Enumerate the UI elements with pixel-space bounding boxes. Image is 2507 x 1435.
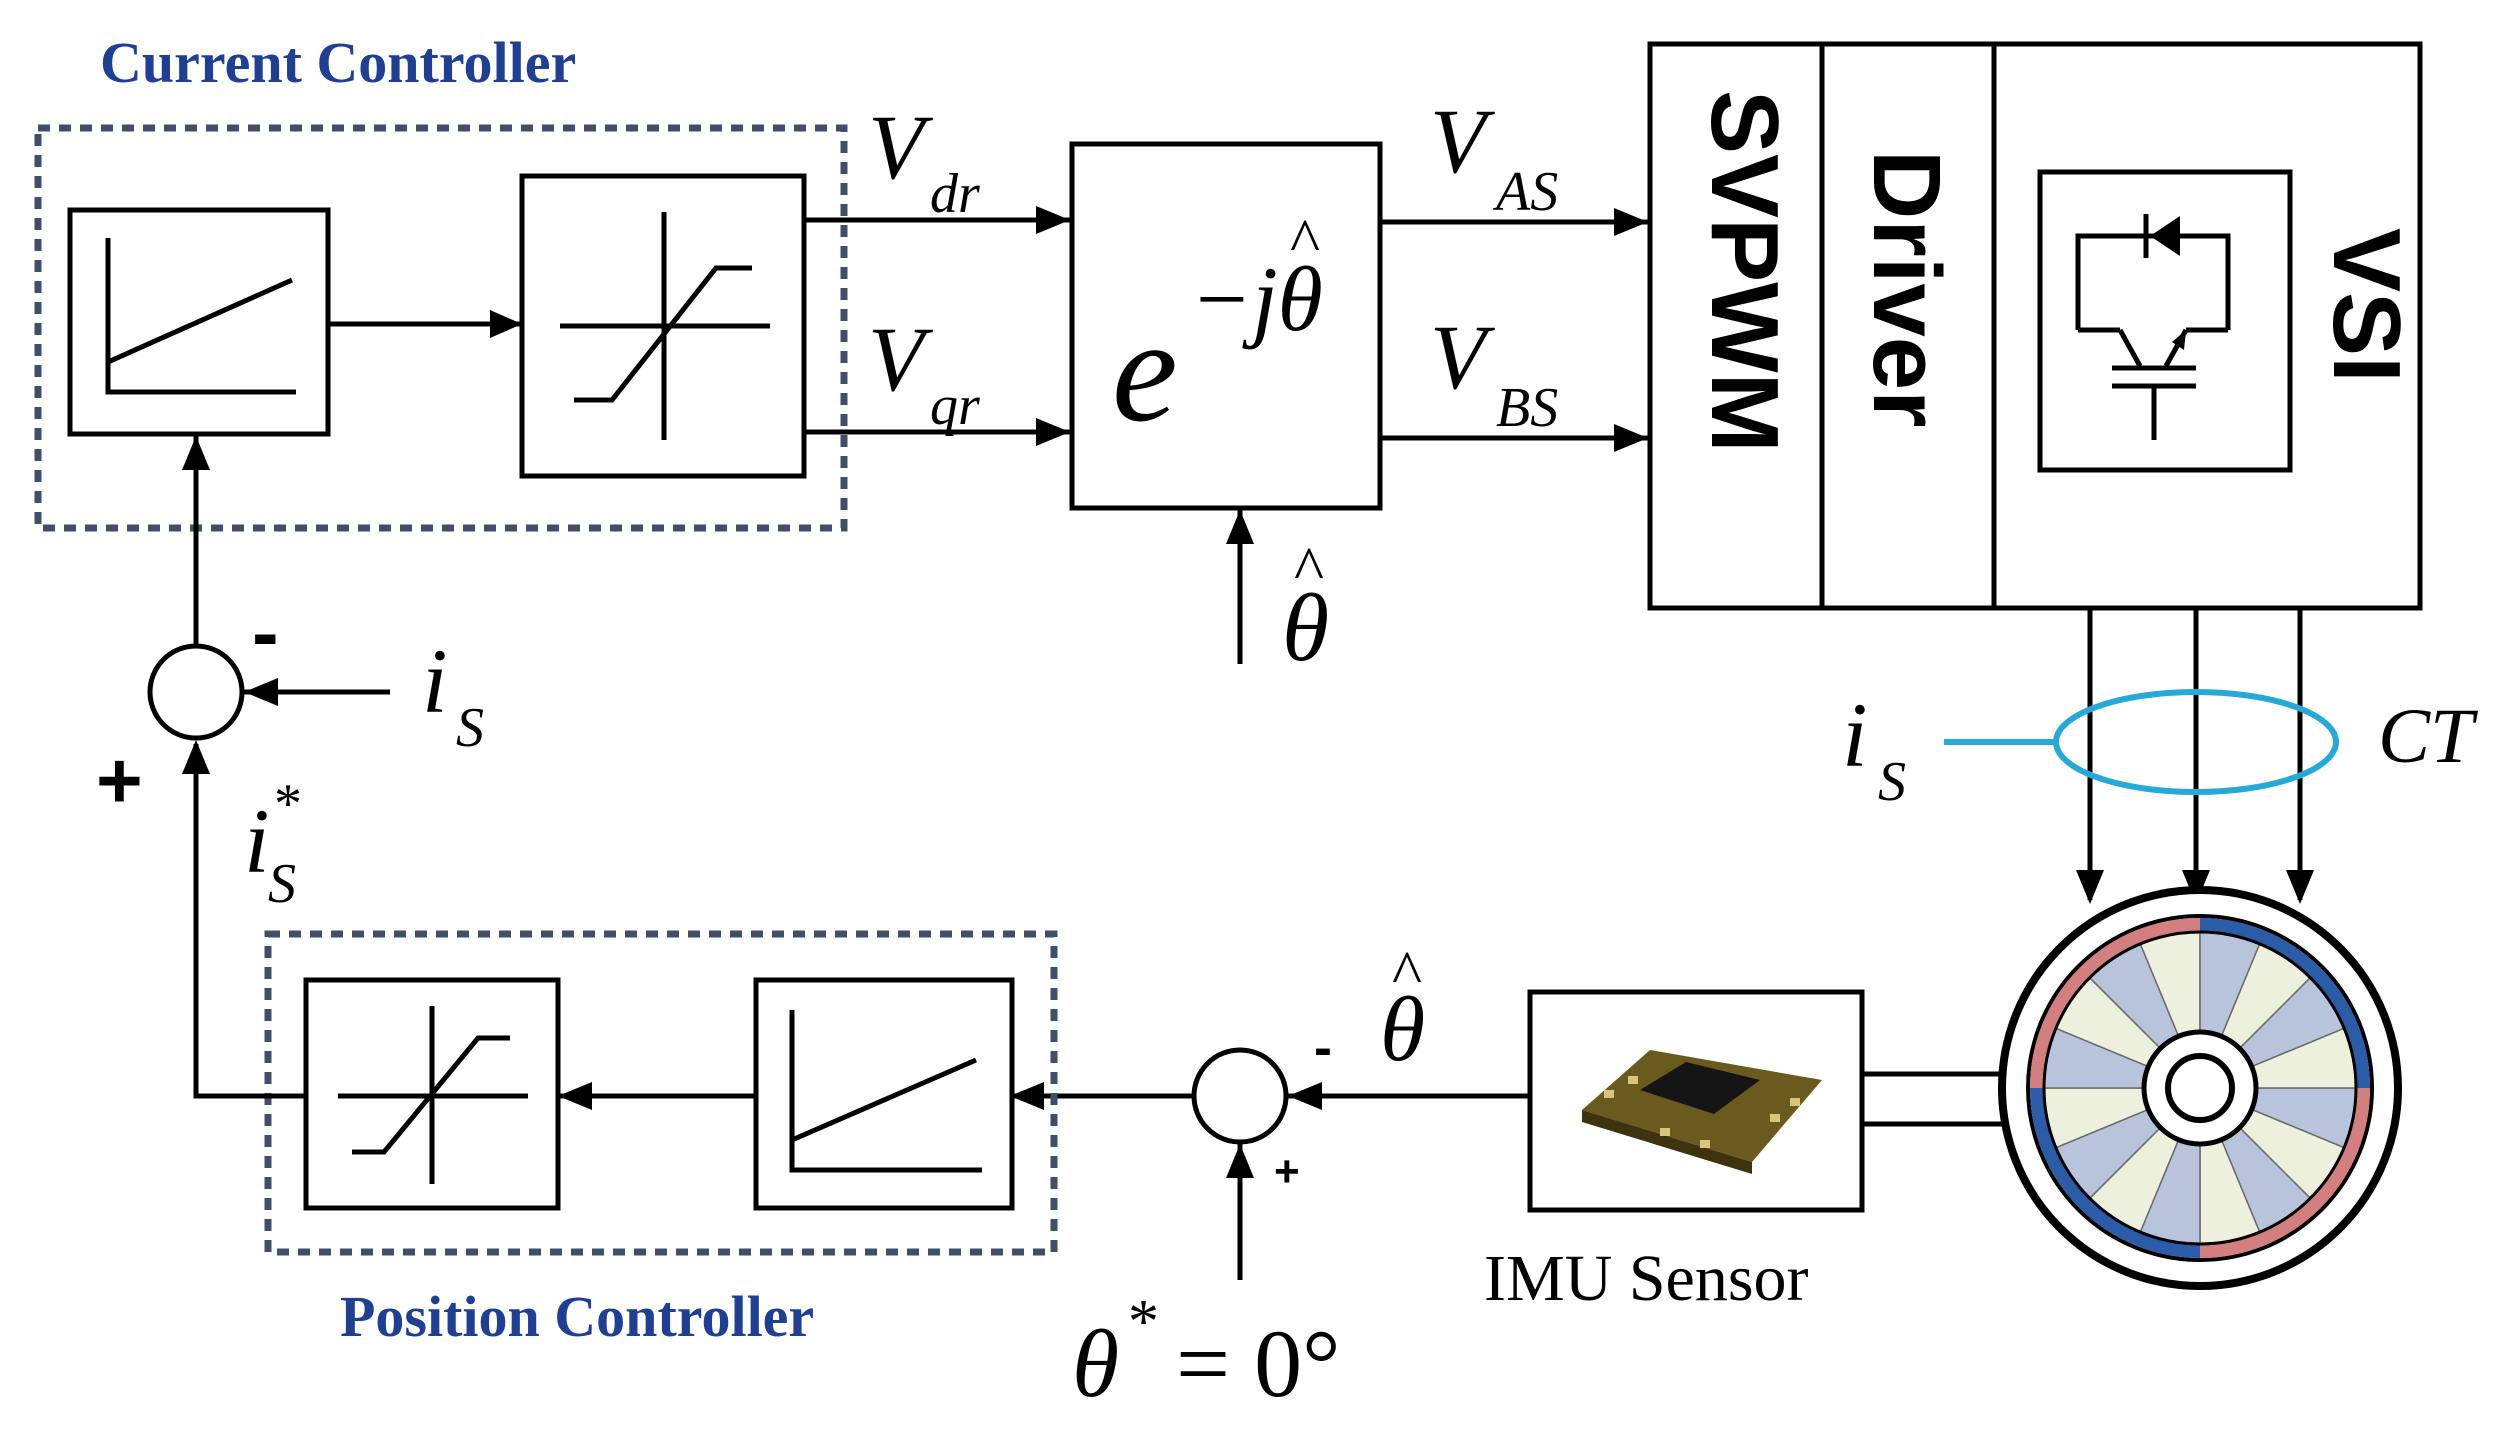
theta-hat-transform-input: θ <box>1282 574 1329 681</box>
imu-chip-icon <box>1582 1050 1822 1174</box>
saturation-icon <box>560 212 770 440</box>
current-pi-block <box>67 207 331 437</box>
is-ref-subscript: S <box>268 853 296 915</box>
motor-phase-lines <box>2076 608 2314 904</box>
is-feedback-label: i <box>422 630 448 732</box>
theta-reference-star: * <box>1128 1288 1159 1356</box>
ct-current-label: i <box>1842 684 1868 786</box>
theta-hat-transform-input-hat: ^ <box>1294 533 1324 604</box>
theta-hat-feedback-hat: ^ <box>1392 937 1422 1008</box>
theta-hat-feedback: θ <box>1380 978 1425 1080</box>
current-summer-minus: - <box>252 588 279 677</box>
vbs-subscript: BS <box>1496 377 1558 439</box>
pmsm-motor-icon <box>1998 886 2402 1290</box>
inverse-park-transform-block: e −jθ ^ <box>1069 141 1383 511</box>
imu-sensor-block <box>1527 989 1865 1213</box>
ct-label: CT <box>2378 692 2478 779</box>
theta-reference: θ <box>1072 1310 1119 1417</box>
pi-response-icon <box>105 238 296 395</box>
transform-exponent: −jθ <box>1190 248 1323 350</box>
is-ref-label: i <box>244 790 270 892</box>
current-summer-plus: + <box>96 736 143 825</box>
current-error-summer <box>147 643 245 741</box>
position-controller-title: Position Controller <box>340 1284 814 1349</box>
theta-reference-value: = 0° <box>1176 1310 1341 1417</box>
vas-subscript: AS <box>1492 161 1558 223</box>
position-pi-block <box>753 977 1015 1211</box>
vsi-label: VSI <box>2313 228 2420 383</box>
ct-current-subscript: S <box>1878 751 1906 813</box>
svpwm-label: SVPWM <box>1691 90 1798 453</box>
vdr-label: V <box>868 96 934 198</box>
vqr-subscript: qr <box>930 375 980 437</box>
position-summer-plus: + <box>1274 1147 1300 1196</box>
motor-stator-sectors <box>2043 931 2357 1245</box>
is-ref-star: * <box>274 773 302 835</box>
driver-label: Driver <box>1853 150 1960 428</box>
inverter-block: SVPWM Driver VSI <box>1647 41 2423 611</box>
saturation-icon <box>338 1006 528 1184</box>
current-transformer <box>1944 689 2339 795</box>
vas-label: V <box>1430 90 1496 192</box>
position-limiter-block <box>303 977 561 1211</box>
is-feedback-subscript: S <box>456 697 484 759</box>
position-error-summer <box>1191 1047 1289 1145</box>
vqr-label: V <box>868 308 934 410</box>
imu-sensor-label: IMU Sensor <box>1484 1242 1809 1315</box>
position-controller-boundary <box>264 930 1058 1256</box>
current-limiter-block <box>519 173 807 479</box>
vdr-subscript: dr <box>930 163 980 225</box>
current-controller-boundary <box>34 124 848 532</box>
transform-base: e <box>1112 289 1178 453</box>
vbs-label: V <box>1430 306 1496 408</box>
position-summer-minus: - <box>1314 1018 1332 1078</box>
current-controller-title: Current Controller <box>100 30 576 95</box>
pi-response-icon <box>789 1010 982 1173</box>
igbt-switch-icon <box>2037 169 2293 473</box>
transform-exponent-hat: ^ <box>1290 205 1320 276</box>
